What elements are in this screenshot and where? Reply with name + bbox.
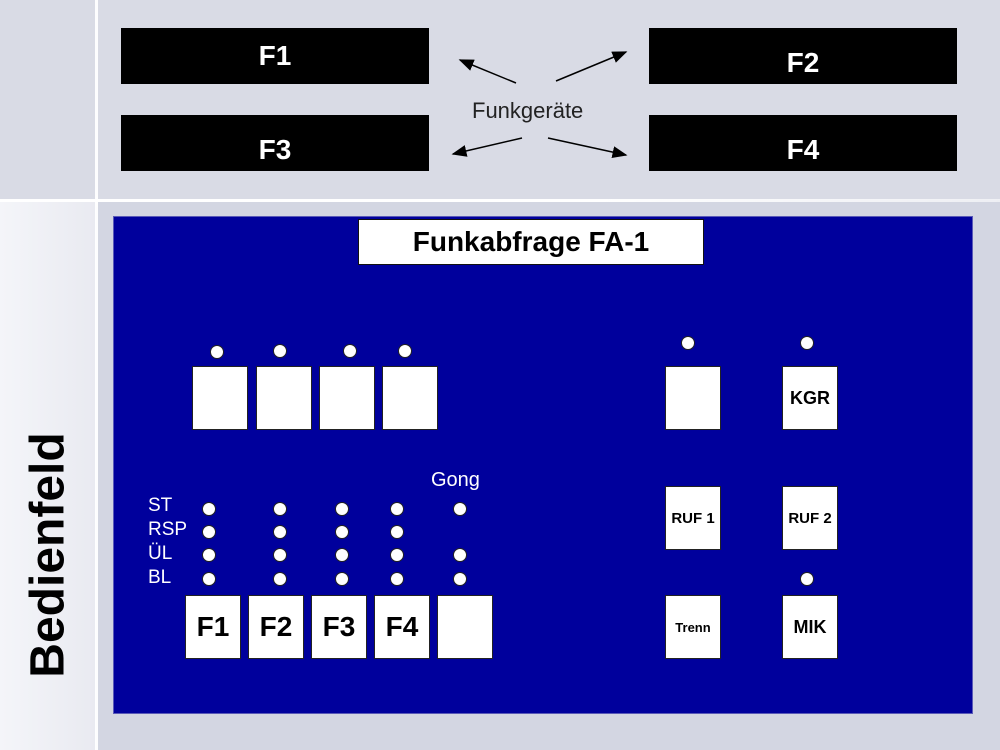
led-indicator [335,502,349,516]
led-indicator [390,502,404,516]
kgr-key-label: KGR [790,387,830,408]
gong-key[interactable] [437,595,493,659]
radio-label-f2: F2 [786,47,820,78]
trenn-key[interactable]: Trenn [665,595,721,659]
blank-key-2[interactable] [256,366,312,430]
radio-box-f4: F4 [649,115,957,171]
radio-box-f2: F2 [649,28,957,84]
led-indicator [202,572,216,586]
sparkle-icon [90,194,104,208]
led-indicator [800,336,814,350]
led-indicator [453,502,467,516]
channel-key-f3[interactable]: F3 [311,595,367,659]
led-indicator [202,525,216,539]
blank-key-3[interactable] [319,366,375,430]
panel-title: Funkabfrage FA-1 [358,219,704,265]
led-indicator [210,345,224,359]
blank-key-5[interactable] [665,366,721,430]
channel-key-f1[interactable]: F1 [185,595,241,659]
arrow-to-f2 [555,51,628,82]
ruf1-key[interactable]: RUF 1 [665,486,721,550]
led-indicator [273,525,287,539]
led-indicator [202,502,216,516]
ruf2-key[interactable]: RUF 2 [782,486,838,550]
radio-box-f3: F3 [121,115,429,171]
led-indicator [273,572,287,586]
ruf1-key-label: RUF 1 [671,509,715,527]
channel-key-f4[interactable]: F4 [374,595,430,659]
radio-label-f4: F4 [786,134,820,165]
led-indicator [273,548,287,562]
led-indicator [273,502,287,516]
kgr-key[interactable]: KGR [782,366,838,430]
control-panel [113,216,973,714]
blank-key-4[interactable] [382,366,438,430]
channel-key-label: F1 [196,611,230,642]
led-indicator [453,572,467,586]
radio-label-f1: F1 [258,40,292,71]
led-indicator [335,525,349,539]
arrow-to-f4 [547,137,628,158]
ruf2-key-label: RUF 2 [788,509,832,527]
row-label-st: ST [148,495,173,516]
arrow-to-f1 [458,59,517,84]
trenn-key-label: Trenn [675,619,711,635]
arrow-to-f3 [451,137,523,157]
channel-key-label: F4 [385,611,419,642]
row-label-ul: ÜL [148,543,173,564]
led-indicator [390,525,404,539]
channel-key-label: F2 [259,611,293,642]
mik-key-label: MIK [793,616,827,637]
led-indicator [335,572,349,586]
gong-label: Gong [431,469,480,491]
mik-key[interactable]: MIK [782,595,838,659]
row-label-bl: BL [148,567,172,588]
led-indicator [398,344,412,358]
led-indicator [800,572,814,586]
row-label-rsp: RSP [148,519,188,540]
led-indicator [335,548,349,562]
led-indicator [202,548,216,562]
radio-label-f3: F3 [258,134,292,165]
led-indicator [343,344,357,358]
led-indicator [273,344,287,358]
led-indicator [681,336,695,350]
led-indicator [390,548,404,562]
vertical-divider [95,0,98,750]
channel-key-f2[interactable]: F2 [248,595,304,659]
led-indicator [390,572,404,586]
channel-key-label: F3 [322,611,356,642]
blank-key-1[interactable] [192,366,248,430]
radios-label: Funkgeräte [472,98,584,123]
connector-arrows [451,51,628,158]
side-background [0,200,96,750]
radio-box-f1: F1 [121,28,429,84]
side-title: Bedienfeld [21,432,75,678]
horizontal-divider [0,199,1000,202]
led-indicator [453,548,467,562]
